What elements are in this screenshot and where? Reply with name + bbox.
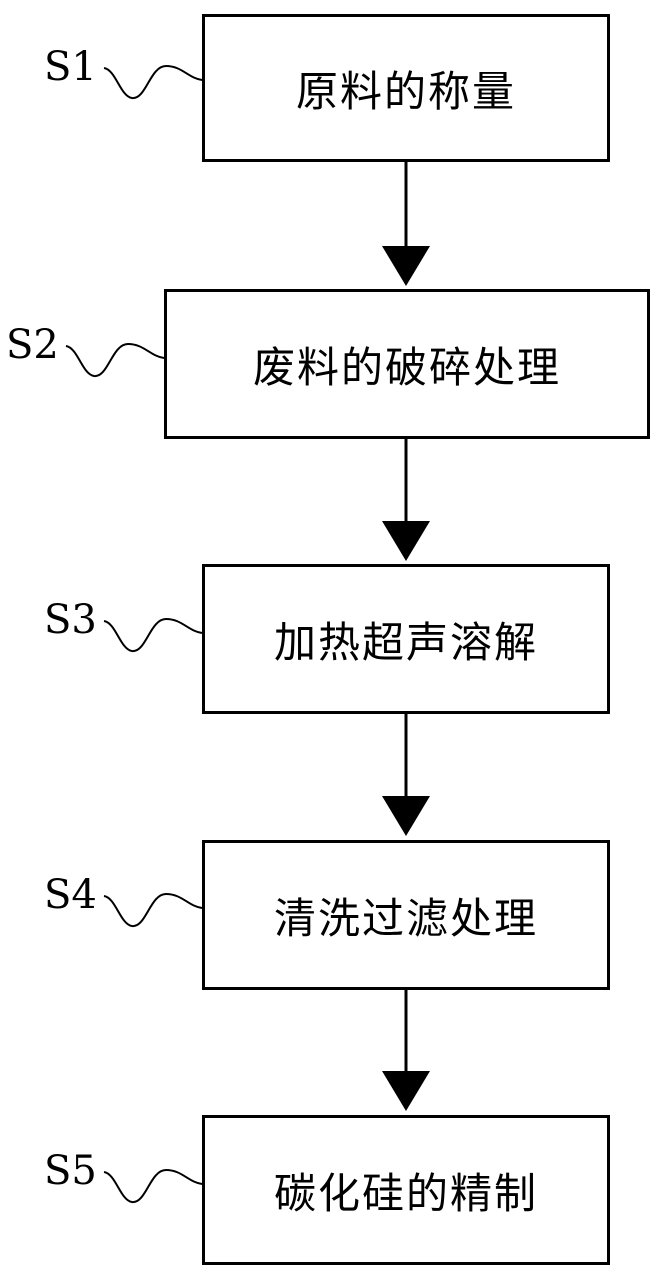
step-label-s4: 清洗过滤处理 [273,893,538,943]
step-label-s1: 原料的称量 [295,66,516,116]
step-box-s5: 碳化硅的精制 [202,1115,610,1265]
step-label-s2: 废料的破碎处理 [252,342,561,392]
leader-s2 [65,342,165,377]
step-box-s2: 废料的破碎处理 [164,289,650,439]
step-id-s3: S3 [44,597,97,643]
step-id-s5: S5 [44,1148,97,1194]
step-id-s4: S4 [44,872,97,918]
arrow-s2-s3 [382,439,430,561]
leader-s3 [103,617,203,652]
arrow-s4-s5 [382,990,430,1111]
step-box-s3: 加热超声溶解 [202,564,610,714]
step-label-s5: 碳化硅的精制 [273,1168,538,1218]
leader-s4 [103,892,203,927]
leader-s5 [103,1168,203,1203]
step-id-s2: S2 [6,322,59,368]
step-label-s3: 加热超声溶解 [273,617,538,667]
step-box-s4: 清洗过滤处理 [202,840,610,990]
leader-s1 [103,64,203,99]
arrow-s1-s2 [382,162,430,286]
step-box-s1: 原料的称量 [202,14,610,162]
arrow-s3-s4 [382,714,430,836]
step-id-s1: S1 [44,44,97,90]
